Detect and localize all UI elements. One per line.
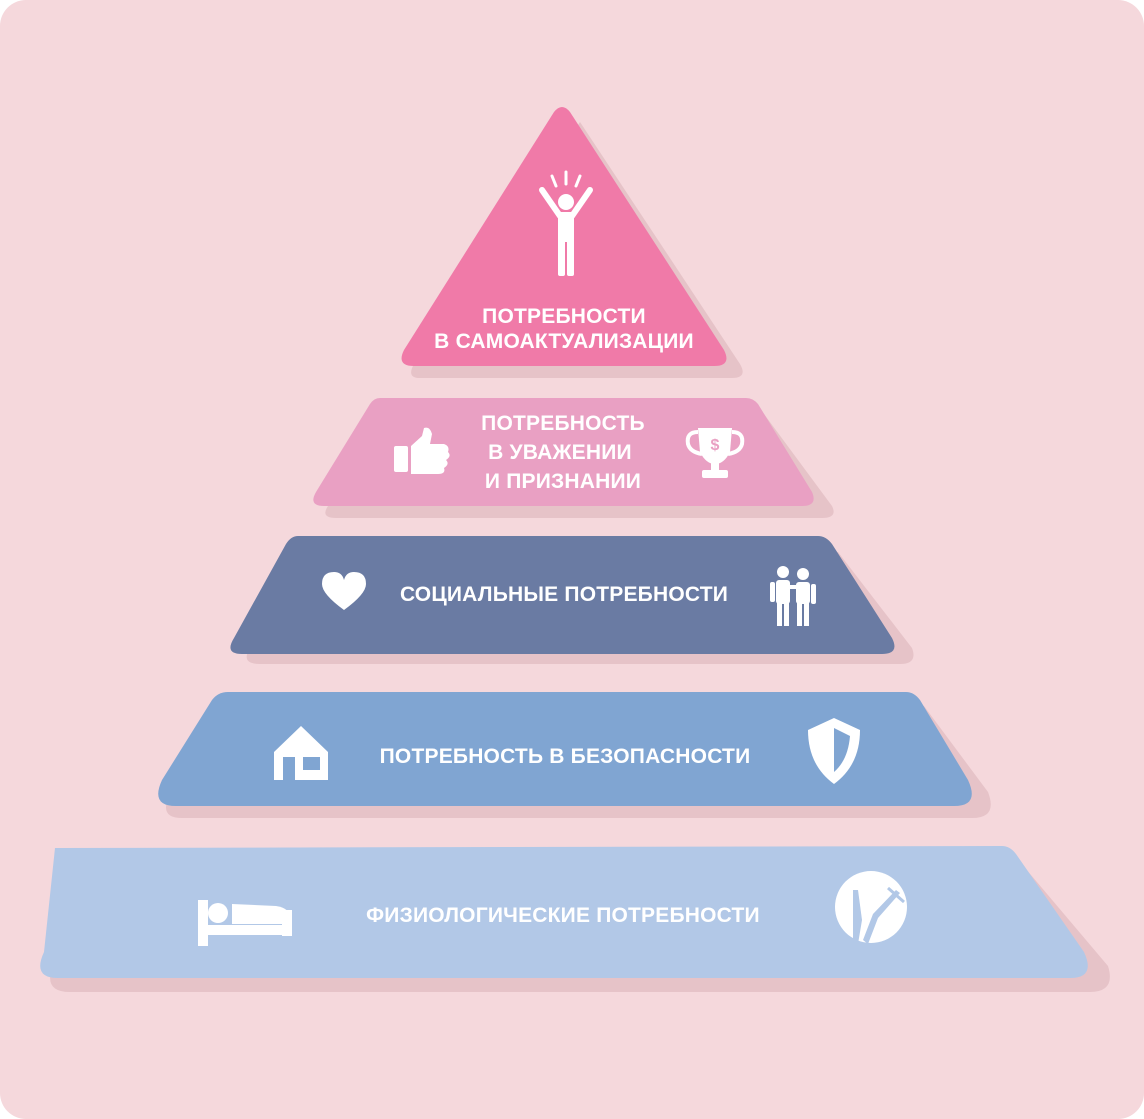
thumbs-up-icon xyxy=(394,427,450,474)
trophy-icon: $ xyxy=(685,428,745,478)
svg-text:$: $ xyxy=(711,437,720,454)
level-self-actualization-label-line-1: ПОТРЕБНОСТИ xyxy=(482,305,646,328)
level-safety-label: ПОТРЕБНОСТЬ В БЕЗОПАСНОСТИ xyxy=(380,745,751,768)
heart-icon xyxy=(322,572,366,610)
level-social-label: СОЦИАЛЬНЫЕ ПОТРЕБНОСТИ xyxy=(400,583,728,606)
shield-icon xyxy=(808,718,860,784)
bed-icon xyxy=(198,900,292,946)
person-raised-arms-icon xyxy=(539,170,593,276)
level-social: СОЦИАЛЬНЫЕ ПОТРЕБНОСТИ xyxy=(230,536,914,664)
level-physiological-band xyxy=(40,846,1088,978)
level-self-actualization: ПОТРЕБНОСТИ В САМОАКТУАЛИЗАЦИИ xyxy=(401,107,743,378)
two-people-icon xyxy=(770,566,816,626)
level-physiological-label: ФИЗИОЛОГИЧЕСКИЕ ПОТРЕБНОСТИ xyxy=(366,904,760,927)
level-self-actualization-label-line-2: В САМОАКТУАЛИЗАЦИИ xyxy=(434,330,694,353)
level-safety: ПОТРЕБНОСТЬ В БЕЗОПАСНОСТИ xyxy=(158,692,991,818)
level-esteem-band xyxy=(313,398,814,506)
plate-knife-fork-icon xyxy=(835,871,907,944)
level-social-band xyxy=(230,536,895,654)
level-esteem: ПОТРЕБНОСТЬ В УВАЖЕНИИ И ПРИЗНАНИИ $ xyxy=(313,398,834,518)
level-physiological: ФИЗИОЛОГИЧЕСКИЕ ПОТРЕБНОСТИ xyxy=(40,846,1110,992)
level-esteem-label-line-1: ПОТРЕБНОСТЬ xyxy=(481,412,645,435)
house-icon xyxy=(274,726,328,780)
level-esteem-label-line-2: В УВАЖЕНИИ xyxy=(488,441,632,464)
level-esteem-label-line-3: И ПРИЗНАНИИ xyxy=(485,470,641,493)
level-safety-band xyxy=(158,692,972,806)
